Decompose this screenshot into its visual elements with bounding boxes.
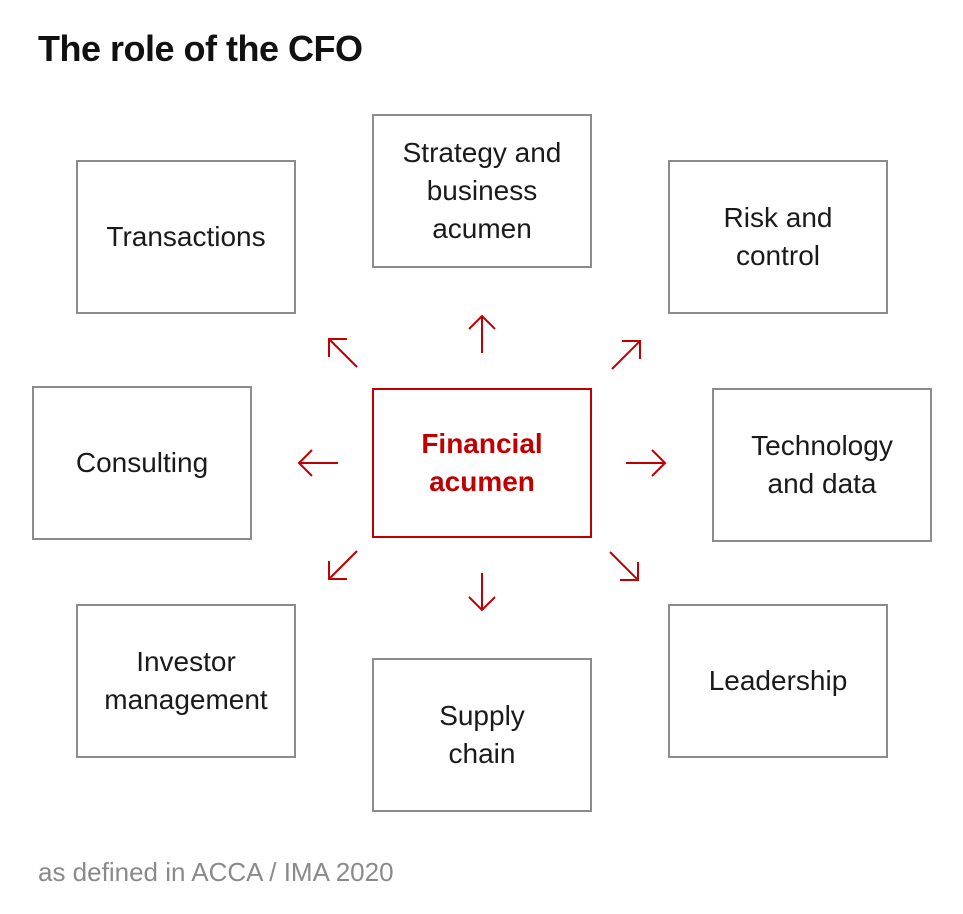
arrow-right-icon <box>626 449 667 477</box>
role-label-line: Supply <box>439 700 525 731</box>
role-label-line: Consulting <box>75 447 209 478</box>
center-label-line: acumen <box>429 466 535 497</box>
role-box-technology-data: Technology and data <box>712 388 932 542</box>
arrow-up-left-icon <box>328 338 358 368</box>
role-label-line: control <box>735 240 821 271</box>
center-label-line: Financial <box>421 428 543 459</box>
role-box-supply-chain: Supply chain <box>372 658 592 812</box>
role-label-line: and data <box>767 468 877 499</box>
role-label-line: acumen <box>432 213 532 244</box>
role-label-line: Transactions <box>106 221 266 252</box>
role-box-transactions: Transactions <box>76 160 296 314</box>
role-label-line: Leadership <box>708 665 848 696</box>
role-label-line: Investor <box>136 646 236 677</box>
role-box-risk-control: Risk and control <box>668 160 888 314</box>
source-footnote: as defined in ACCA / IMA 2020 <box>38 857 394 887</box>
arrow-up-icon <box>468 314 496 353</box>
arrow-down-right-icon <box>609 551 639 581</box>
role-box-strategy: Strategy and business acumen <box>372 114 592 268</box>
role-label-line: management <box>104 684 268 715</box>
role-label-line: Risk and <box>723 202 833 233</box>
role-label-line: Strategy and <box>402 137 562 168</box>
role-box-consulting: Consulting <box>32 386 252 540</box>
role-label-line: business <box>426 175 538 206</box>
role-box-investor-management: Investor management <box>76 604 296 758</box>
role-label-line: Technology <box>751 430 893 461</box>
role-label-line: chain <box>448 738 516 769</box>
arrow-down-icon <box>468 573 496 612</box>
center-box-financial-acumen: Financial acumen <box>372 388 592 538</box>
diagram-title: The role of the CFO <box>38 28 363 69</box>
arrow-left-icon <box>297 449 338 477</box>
arrow-down-left-icon <box>328 550 358 580</box>
arrow-up-right-icon <box>611 340 641 370</box>
role-box-leadership: Leadership <box>668 604 888 758</box>
